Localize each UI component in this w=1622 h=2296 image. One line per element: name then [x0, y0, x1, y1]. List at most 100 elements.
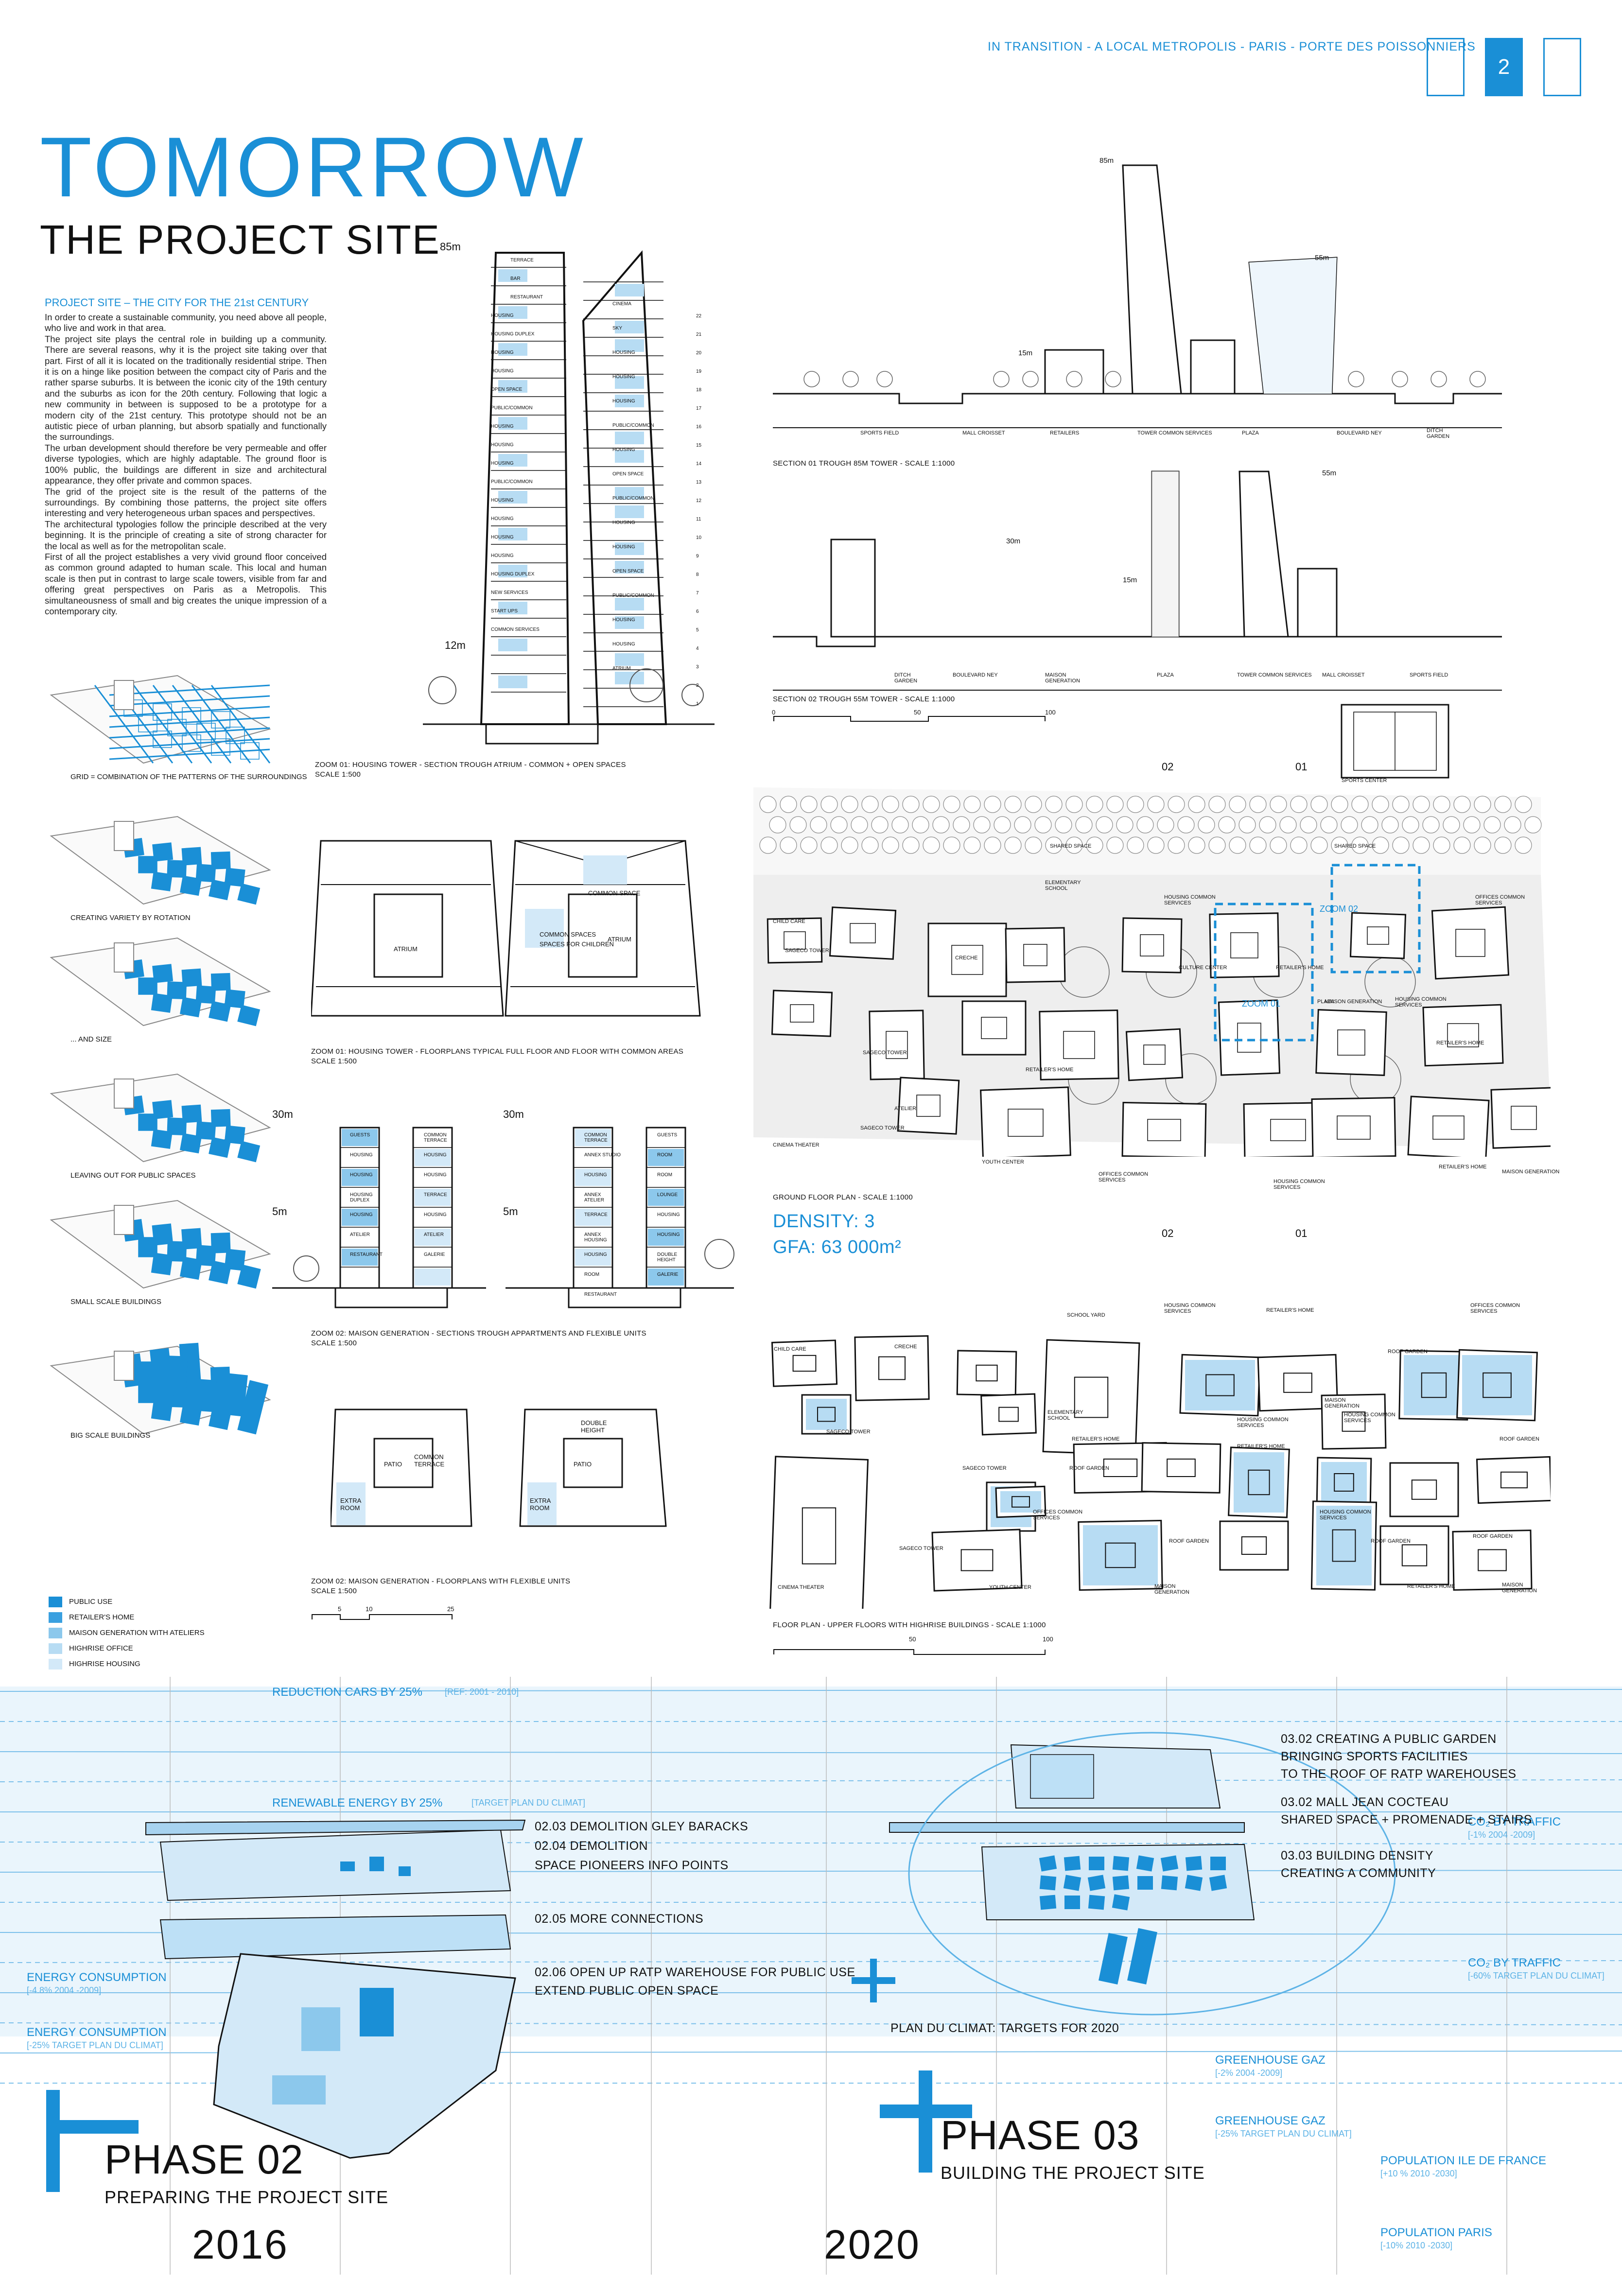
upper-plan-label: YOUTH CENTER: [989, 1584, 1031, 1590]
tower-label: HOUSING: [491, 516, 514, 522]
stat-note: [-1% 2004 -2009]: [1468, 1830, 1535, 1840]
maison-section-label: HOUSING: [657, 1212, 680, 1218]
upper-plan-label: RETAILER'S HOME: [1237, 1444, 1285, 1449]
upper-plan-scale-bar: [773, 1649, 1046, 1655]
upper-plan-label: RETAILER'S HOME: [1266, 1307, 1314, 1313]
upper-plan-label: OFFICES COMMON SERVICES: [1033, 1509, 1083, 1521]
phase02-step: 02.05 MORE CONNECTIONS: [535, 1912, 704, 1926]
upper-plan-caption: FLOOR PLAN - UPPER FLOORS WITH HIGHRISE …: [773, 1621, 1046, 1629]
upper-plan-label: OFFICES COMMON SERVICES: [1470, 1303, 1520, 1314]
maison-plans-caption: ZOOM 02: MAISON GENERATION - FLOORPLANS …: [311, 1577, 571, 1585]
page-box-prev: [1427, 38, 1465, 96]
tower-height-top: 85m: [440, 241, 461, 253]
upper-plan-label: CRECHE: [894, 1344, 917, 1350]
maison-section-label: GALERIE: [657, 1272, 679, 1277]
maison-height-top: 30m: [272, 1108, 293, 1120]
page-title: TOMORROW: [40, 120, 586, 215]
ground-plan-label: RETAILER'S HOME: [1276, 965, 1324, 971]
section-zone-label: RETAILERS: [1050, 430, 1080, 436]
phase03-step: TO THE ROOF OF RATP WAREHOUSES: [1281, 1767, 1517, 1781]
diagram-axonometry: [50, 675, 271, 764]
maison-plan-label: PATIO: [574, 1461, 592, 1468]
diagram-caption: CREATING VARIETY BY ROTATION: [70, 914, 191, 922]
tower-label: HOUSING: [612, 374, 635, 380]
section-zone-label: DITCH GARDEN: [894, 672, 918, 684]
intro-paragraph: First of all the project establishes a v…: [45, 551, 327, 616]
maison-section-label: ANNEX HOUSING: [584, 1232, 607, 1243]
section01-drawing: [773, 164, 1502, 428]
upper-plan-label: ROOF GARDEN: [1500, 1436, 1539, 1442]
floor-number: 18: [696, 387, 702, 393]
section01-h3: 15m: [1018, 349, 1033, 357]
header-title: IN TRANSITION - A LOCAL METROPOLIS - PAR…: [988, 40, 1476, 53]
maison-plans-scale: SCALE 1:500: [311, 1587, 357, 1595]
upper-plan-label: ROOF GARDEN: [1169, 1538, 1209, 1544]
upper-plan-label: MAISON GENERATION: [1325, 1397, 1360, 1409]
upper-plan-label: ROOF GARDEN: [1473, 1533, 1513, 1539]
stat-note: [REF: 2001 - 2010]: [445, 1687, 519, 1697]
stat-note: [-2% 2004 -2009]: [1215, 2068, 1283, 2078]
intro-paragraph: In order to create a sustainable communi…: [45, 312, 327, 333]
floor-number: 8: [696, 572, 699, 577]
stat-note: [+10 % 2010 -2030]: [1380, 2169, 1457, 2178]
stat-label: POPULATION PARIS: [1380, 2226, 1492, 2239]
stat-label: ENERGY CONSUMPTION: [27, 1971, 167, 1984]
maison-section-label: GUESTS: [657, 1132, 678, 1138]
phase02-year: 2016: [192, 2222, 289, 2267]
section-zone-label: DITCH GARDEN: [1427, 428, 1450, 439]
tower-label: HOUSING: [612, 617, 635, 623]
maison-section-label: ROOM: [657, 1152, 673, 1158]
intro-paragraph: The grid of the project site is the resu…: [45, 486, 327, 519]
section02-drawing: [773, 470, 1502, 691]
ground-plan-label: OFFICES COMMON SERVICES: [1099, 1171, 1149, 1183]
legend-label: PUBLIC USE: [69, 1598, 113, 1606]
tower-label: HOUSING: [612, 399, 635, 404]
section-zone-label: MALL CROISSET: [1322, 672, 1365, 678]
upper-plan-label: SAGECO TOWER: [962, 1465, 1007, 1471]
maison-section-label: COMMON TERRACE: [584, 1132, 608, 1143]
maison-section-label: TERRACE: [424, 1192, 447, 1198]
ground-plan-label: YOUTH CENTER: [982, 1159, 1024, 1165]
upper-plan-label: SAGECO TOWER: [899, 1546, 943, 1551]
tower-label: OPEN SPACE: [612, 569, 644, 574]
maison-height-low: 5m: [272, 1205, 287, 1218]
stat-label: CO₂ BY TRAFFIC: [1468, 1815, 1561, 1828]
ground-plan-label: CINEMA THEATER: [773, 1142, 820, 1148]
diagram-caption: GRID = COMBINATION OF THE PATTERNS OF TH…: [70, 773, 307, 781]
page-box-next: [1543, 38, 1581, 96]
floor-number: 9: [696, 554, 699, 559]
floorplan-label: COMMON SPACES: [540, 931, 596, 938]
tower-label: SKY: [612, 326, 623, 331]
upper-plan-label: CHILD CARE: [774, 1346, 806, 1352]
legend-swatch: [49, 1612, 62, 1623]
intro-paragraph: The project site plays the central role …: [45, 333, 327, 442]
legend-label: MAISON GENERATION WITH ATELIERS: [69, 1629, 205, 1637]
maison-plans-drawing: [331, 1409, 667, 1527]
floor-number: 15: [696, 443, 702, 448]
tower-label: HOUSING: [491, 461, 514, 466]
density-value: DENSITY: 3: [773, 1211, 875, 1232]
legend-swatch: [49, 1628, 62, 1638]
diagram-item: BIG SCALE BUILDINGS: [41, 1337, 275, 1451]
maison-section-label: RESTAURANT: [350, 1252, 383, 1257]
upper-plan-label: MAISON GENERATION: [1154, 1583, 1189, 1595]
stat-label: RENEWABLE ENERGY BY 25%: [272, 1796, 443, 1809]
ground-plan-caption: GROUND FLOOR PLAN - SCALE 1:1000: [773, 1193, 913, 1201]
upper-plan-label: RETAILER'S HOME: [1407, 1583, 1455, 1589]
ground-plan-label: HOUSING COMMON SERVICES: [1273, 1179, 1325, 1190]
upper-plan-label: HOUSING COMMON SERVICES: [1344, 1412, 1395, 1424]
ground-plan-label: OFFICES COMMON SERVICES: [1475, 894, 1525, 906]
tower-label: OPEN SPACE: [612, 471, 644, 477]
plan-du-climat: PLAN DU CLIMAT: TARGETS FOR 2020: [890, 2021, 1119, 2035]
floor-number: 10: [696, 535, 702, 540]
tower-label: HOUSING: [491, 350, 514, 355]
tower-label: HOUSING DUPLEX: [491, 572, 535, 577]
tower-floorplans-drawing: [311, 840, 701, 1017]
maison-section-label: HOUSING DUPLEX: [350, 1192, 373, 1203]
upper-plan-label: HOUSING COMMON SERVICES: [1164, 1303, 1216, 1314]
maison-section-label: DOUBLE HEIGHT: [657, 1252, 678, 1263]
scale-tick: 50: [909, 1635, 916, 1643]
tower-label: COMMON SERVICES: [491, 627, 540, 632]
maison-section-label: HOUSING: [424, 1152, 447, 1158]
maison-section-label: LOUNGE: [657, 1192, 678, 1198]
